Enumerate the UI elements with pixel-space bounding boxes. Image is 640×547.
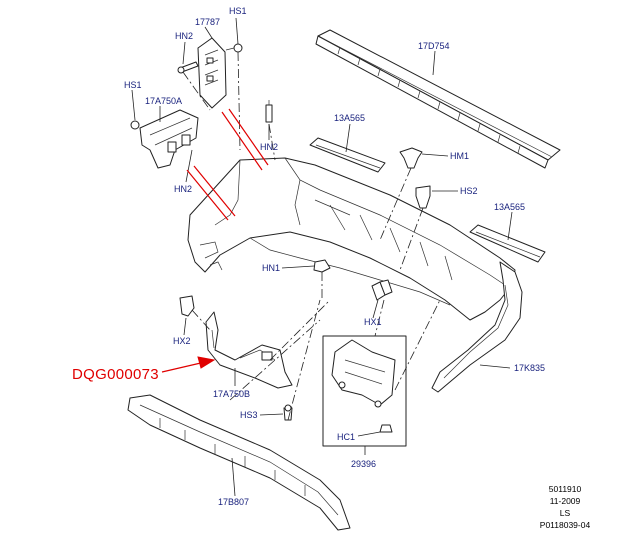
inset-box-29396 (322, 335, 407, 447)
fastener-hs2 (415, 185, 431, 209)
fastener-hm1 (399, 147, 423, 169)
label-hx2: HX2 (173, 336, 191, 346)
fastener-hn1 (313, 259, 331, 273)
fastener-hn2-top (177, 61, 199, 74)
fastener-hs3 (283, 404, 293, 421)
label-17a750a: 17A750A (145, 96, 182, 106)
label-hc1: HC1 (337, 432, 355, 442)
label-hn2-mid: HN2 (260, 142, 278, 152)
fastener-hs1-left (130, 120, 140, 130)
lower-spoiler-17b807 (127, 394, 351, 531)
label-17b807: 17B807 (218, 497, 249, 507)
assembly-lines (182, 51, 441, 421)
reflector-13a565-top (309, 137, 386, 173)
footer-line-1: 5011910 (549, 484, 582, 494)
highlight-code: DQG000073 (72, 366, 159, 383)
label-17a750b: 17A750B (213, 389, 250, 399)
label-hn2-left: HN2 (174, 184, 192, 194)
fastener-hx2 (179, 295, 195, 317)
footer-reference: 5011910 11-2009 LS P0118039-04 (540, 484, 591, 530)
footer-line-3: LS (560, 508, 571, 518)
bracket-17a750b (205, 311, 293, 389)
fastener-hn2-mid (265, 100, 273, 123)
bracket-17a750a (139, 109, 199, 169)
bumper-cover (187, 157, 516, 321)
footer-line-4: P0118039-04 (540, 520, 591, 530)
fastener-hs1-top (225, 43, 243, 53)
label-17787: 17787 (195, 17, 220, 27)
reflector-13a565-right (469, 224, 546, 263)
reinforcement-bar-17d754 (315, 29, 561, 169)
label-17k835: 17K835 (514, 363, 545, 373)
label-13a565-right: 13A565 (494, 202, 525, 212)
corner-panel-17k835 (431, 261, 523, 393)
label-hs2: HS2 (460, 186, 478, 196)
label-hs1-left: HS1 (124, 80, 142, 90)
label-13a565-top: 13A565 (334, 113, 365, 123)
label-hs3: HS3 (240, 410, 258, 420)
footer-line-2: 11-2009 (550, 496, 581, 506)
highlight-arrow (161, 356, 216, 373)
red-indicator-lines (186, 108, 269, 221)
label-29396: 29396 (351, 459, 376, 469)
label-hs1-top: HS1 (229, 6, 247, 16)
fastener-hx1 (371, 279, 393, 301)
bracket-17787 (197, 37, 227, 109)
label-hn2-top: HN2 (175, 31, 193, 41)
label-hm1: HM1 (450, 151, 469, 161)
leader-lines (131, 17, 513, 497)
label-hx1: HX1 (364, 317, 382, 327)
label-17d754: 17D754 (418, 41, 450, 51)
label-hn1: HN1 (262, 263, 280, 273)
